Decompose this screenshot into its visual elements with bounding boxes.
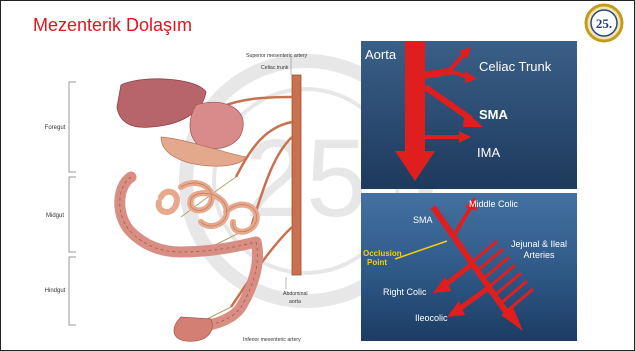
label-jejunal-ileal-arteries: Jejunal & Ileal Arteries xyxy=(511,239,567,261)
label-inferior-mesenteric-artery: Inferior mesenteric artery xyxy=(243,337,301,343)
region-label-hindgut: Hindgut xyxy=(45,288,66,294)
label-sma: SMA xyxy=(479,107,508,122)
label-celiac-trunk: Celiac Trunk xyxy=(479,59,551,74)
region-label-midgut: Midgut xyxy=(46,213,64,219)
region-label-foregut: Foregut xyxy=(45,125,66,131)
label-jejunal-line1: Jejunal & Ileal xyxy=(511,239,567,250)
label-occlusion-line1: Occlusion xyxy=(363,249,402,258)
badge-number: 25. xyxy=(596,16,612,31)
label-superior-mesenteric-artery: Superior mesenteric artery xyxy=(246,53,308,59)
label-middle-colic: Middle Colic xyxy=(469,199,518,209)
label-celiac-trunk: Celiac trunk xyxy=(261,65,289,71)
label-sma-bottom: SMA xyxy=(413,215,433,225)
sma-branches-panel: SMA Middle Colic Occlusion Point Jejunal… xyxy=(361,193,577,341)
sma-branches-diagram xyxy=(361,193,577,341)
label-abdominal-aorta-line2: aorta xyxy=(289,299,301,305)
congress-logo: 25. xyxy=(582,3,626,43)
mesenteric-anatomy-illustration: Foregut Midgut Hindgut xyxy=(21,27,366,345)
label-occlusion-point: Occlusion Point xyxy=(363,249,402,267)
label-ima: IMA xyxy=(477,145,500,160)
label-abdominal-aorta-line1: Abdominal xyxy=(283,291,308,297)
aorta-branches-panel: Aorta Celiac Trunk SMA IMA xyxy=(361,41,577,189)
label-ileocolic: Ileocolic xyxy=(415,313,448,323)
abdominal-aorta xyxy=(292,75,301,275)
label-aorta: Aorta xyxy=(365,47,396,62)
label-jejunal-line2: Arteries xyxy=(511,250,567,261)
label-right-colic: Right Colic xyxy=(383,287,427,297)
label-occlusion-line2: Point xyxy=(363,258,402,267)
